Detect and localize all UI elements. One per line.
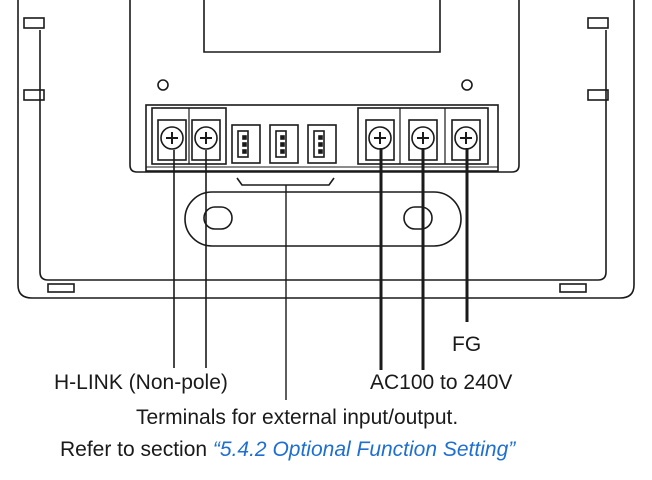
hlink-screw-1 bbox=[157, 119, 187, 161]
mount-hole-right bbox=[461, 79, 473, 91]
io-connector-3 bbox=[307, 124, 337, 164]
io-connector-2 bbox=[269, 124, 299, 164]
ac-voltage-label: AC100 to 240V bbox=[370, 371, 513, 394]
section-reference-prefix: Refer to section bbox=[60, 438, 213, 461]
mount-hole-left bbox=[157, 79, 169, 91]
inner-unit bbox=[129, 0, 520, 173]
outer-housing bbox=[17, 0, 635, 299]
fg-label: FG bbox=[452, 333, 482, 356]
io-connector-1 bbox=[231, 124, 261, 164]
section-reference-link[interactable]: “5.4.2 Optional Function Setting” bbox=[212, 438, 516, 461]
io-bracket bbox=[236, 177, 335, 186]
mounting-plate bbox=[184, 191, 462, 247]
hlink-label: H-LINK (Non-pole) bbox=[54, 371, 228, 394]
terminals-description: Terminals for external input/output. bbox=[136, 406, 459, 429]
section-reference: Refer to section “5.4.2 Optional Functio… bbox=[60, 439, 515, 460]
terminal-block bbox=[145, 104, 499, 172]
